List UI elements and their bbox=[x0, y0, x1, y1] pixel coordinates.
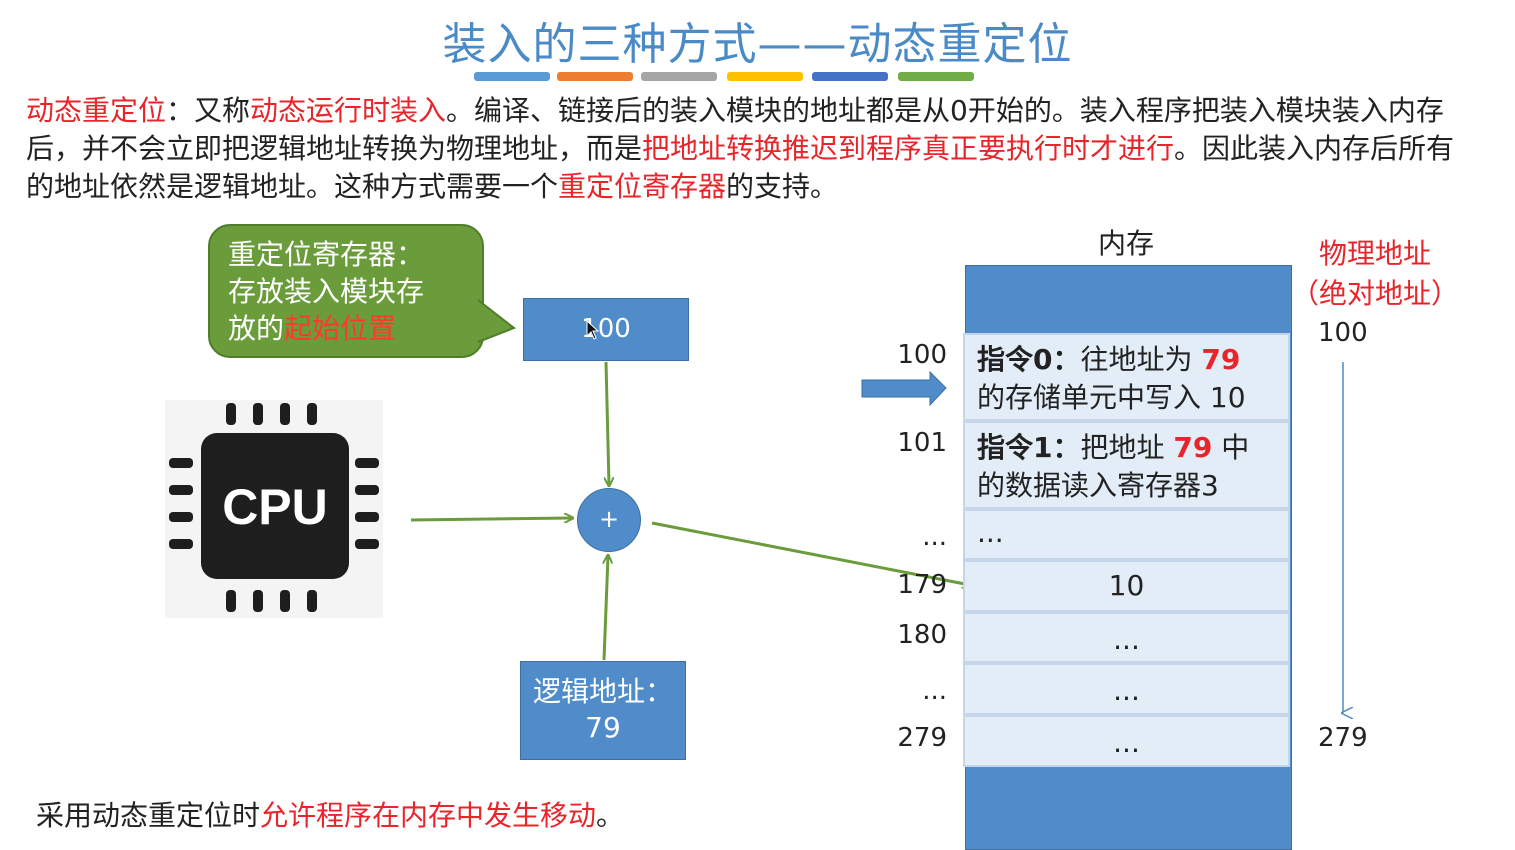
intro-text-1: ：又称 bbox=[166, 94, 251, 127]
instruction-1-text: 把地址 bbox=[1080, 431, 1165, 464]
intro-paragraph: 动态重定位：又称动态运行时装入。编译、链接后的装入模块的地址都是从0开始的。装入… bbox=[26, 92, 1466, 206]
memory-label: 内存 bbox=[1098, 227, 1155, 260]
physical-range-start: 100 bbox=[1318, 318, 1368, 348]
intro-text-4: 的支持。 bbox=[726, 170, 839, 203]
instruction-1-label: 指令1： bbox=[977, 431, 1081, 464]
cpu-to-adder-arrow bbox=[410, 518, 572, 520]
instruction-0-text: 往地址为 bbox=[1080, 343, 1193, 376]
title-underline-3 bbox=[641, 72, 717, 81]
address-label-gap-1: ... bbox=[922, 522, 947, 552]
cpu-icon: CPU bbox=[165, 400, 383, 618]
memory-cell-gap-2-content: ... bbox=[1113, 674, 1140, 707]
page-title: 装入的三种方式——动态重定位 bbox=[442, 19, 1073, 70]
bottom-note-text-1: 采用动态重定位时 bbox=[36, 799, 261, 832]
title-underline-6 bbox=[898, 72, 974, 81]
logical-to-adder-arrow bbox=[602, 556, 608, 661]
bottom-note-highlight: 允许程序在内存中发生移动 bbox=[260, 799, 597, 832]
memory-cell-gap-1-content: ... bbox=[977, 516, 1004, 549]
callout-line-2: 存放装入模块存 bbox=[228, 275, 425, 308]
physical-address-label: 物理地址 （绝对地址） bbox=[1290, 234, 1460, 314]
callout-tail bbox=[478, 298, 517, 344]
intro-text-2: 。编译、链接后的装入模块的地址都是从0开始的。装入程序把装入模块装入内存后，并不… bbox=[26, 94, 1444, 165]
bottom-note: 采用动态重定位时允许程序在内存中发生移动。 bbox=[36, 794, 624, 834]
bottom-note-text-2: 。 bbox=[596, 799, 625, 832]
memory-cell-101: 指令1：把地址 79 中 的数据读入寄存器3 bbox=[963, 421, 1290, 509]
address-label-101: 101 bbox=[897, 428, 947, 458]
address-label-279: 279 bbox=[897, 723, 947, 753]
callout-highlight: 起始位置 bbox=[284, 312, 397, 345]
callout-line-1: 重定位寄存器： bbox=[228, 238, 425, 271]
intro-text-3: 。因此装入内存后所有的地址依然是逻辑地址。这种方式需要一个 bbox=[26, 132, 1455, 203]
address-label-179: 179 bbox=[897, 570, 947, 600]
memory-cell-gap-1: ... bbox=[963, 509, 1290, 560]
intro-alias: 动态运行时装入 bbox=[250, 94, 447, 127]
logical-address-box: 逻辑地址： 79 bbox=[520, 661, 686, 760]
callout-line-3-text: 放的 bbox=[228, 312, 285, 345]
instruction-0-address: 79 bbox=[1201, 343, 1241, 376]
memory-cell-100-line-1: 指令0：往地址为 79 bbox=[977, 341, 1288, 379]
logical-address-value: 79 bbox=[585, 711, 621, 744]
memory-cell-gap-2: ... bbox=[963, 663, 1290, 715]
physical-address-title: 物理地址 bbox=[1318, 237, 1431, 270]
memory-cell-180-content: ... bbox=[1113, 623, 1140, 656]
logical-address-label: 逻辑地址： bbox=[532, 675, 673, 708]
callout-line-3: 放的起始位置 bbox=[228, 310, 482, 347]
program-counter-arrow-icon bbox=[861, 370, 947, 407]
adder-symbol: + bbox=[598, 505, 620, 533]
memory-cell-101-line-1: 指令1：把地址 79 中 bbox=[977, 429, 1288, 467]
relocation-register-box: 100 bbox=[523, 298, 689, 361]
physical-range-end: 279 bbox=[1318, 723, 1368, 753]
memory-block: 指令0：往地址为 79 的存储单元中写入 10 指令1：把地址 79 中 的数据… bbox=[963, 265, 1292, 850]
instruction-0-label: 指令0： bbox=[977, 343, 1081, 376]
memory-cell-180: ... bbox=[963, 612, 1290, 663]
memory-cell-101-line-2: 的数据读入寄存器3 bbox=[977, 469, 1219, 502]
title-underline-2 bbox=[557, 72, 633, 81]
register-to-adder-arrow bbox=[606, 361, 609, 485]
intro-highlight: 把地址转换推迟到程序真正要执行时才进行 bbox=[642, 132, 1175, 165]
intro-register: 重定位寄存器 bbox=[558, 170, 727, 203]
relocation-register-callout: 重定位寄存器： 存放装入模块存 放的起始位置 bbox=[208, 224, 484, 358]
instruction-1-address: 79 bbox=[1173, 431, 1213, 464]
memory-cell-100: 指令0：往地址为 79 的存储单元中写入 10 bbox=[963, 333, 1290, 421]
title-underline-5 bbox=[812, 72, 888, 81]
memory-cell-279-content: ... bbox=[1113, 726, 1140, 759]
memory-cell-279: ... bbox=[963, 715, 1290, 767]
address-label-gap-2: ... bbox=[922, 676, 947, 706]
adder-circle: + bbox=[577, 488, 641, 552]
adder-to-memory-arrow bbox=[651, 521, 970, 585]
cpu-chip: CPU bbox=[165, 400, 383, 618]
address-label-100: 100 bbox=[897, 340, 947, 370]
intro-term: 动态重定位 bbox=[26, 94, 167, 127]
cpu-label: CPU bbox=[222, 479, 328, 535]
memory-cell-179: 10 bbox=[963, 560, 1290, 612]
memory-cell-179-content: 10 bbox=[1108, 569, 1145, 602]
physical-address-subtitle: （绝对地址） bbox=[1290, 277, 1459, 310]
title-underline-1 bbox=[474, 72, 550, 81]
title-underline-4 bbox=[727, 72, 803, 81]
mouse-cursor-icon bbox=[586, 320, 600, 340]
address-label-180: 180 bbox=[897, 620, 947, 650]
instruction-1-text-b: 中 bbox=[1221, 431, 1250, 464]
memory-cell-100-line-2: 的存储单元中写入 10 bbox=[977, 381, 1246, 414]
